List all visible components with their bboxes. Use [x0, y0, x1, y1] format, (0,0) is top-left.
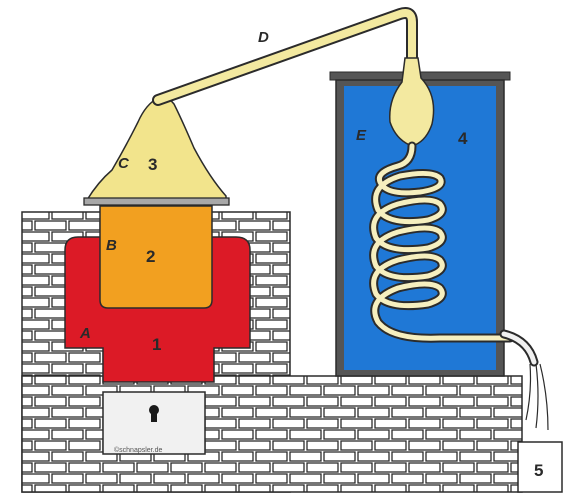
label-A: A: [79, 325, 91, 342]
firebox-door: [103, 392, 205, 454]
label-1-furnace: 1: [152, 335, 161, 354]
label-2-boiler: 2: [146, 247, 155, 266]
label-B: B: [106, 237, 117, 254]
watermark: ©schnapsler.de: [114, 446, 162, 454]
label-D: D: [258, 29, 269, 46]
still-head: [87, 97, 226, 202]
condenser-inlet-bulb: [390, 58, 434, 146]
label-E: E: [356, 127, 367, 144]
label-4-condenser: 4: [458, 129, 468, 148]
label-5-receiver: 5: [534, 461, 543, 480]
label-C: C: [118, 155, 130, 172]
distillate-stream: [526, 364, 548, 430]
boiler-pot: [100, 206, 212, 308]
still-head-rim: [84, 198, 229, 205]
label-3-still-head: 3: [148, 155, 157, 174]
